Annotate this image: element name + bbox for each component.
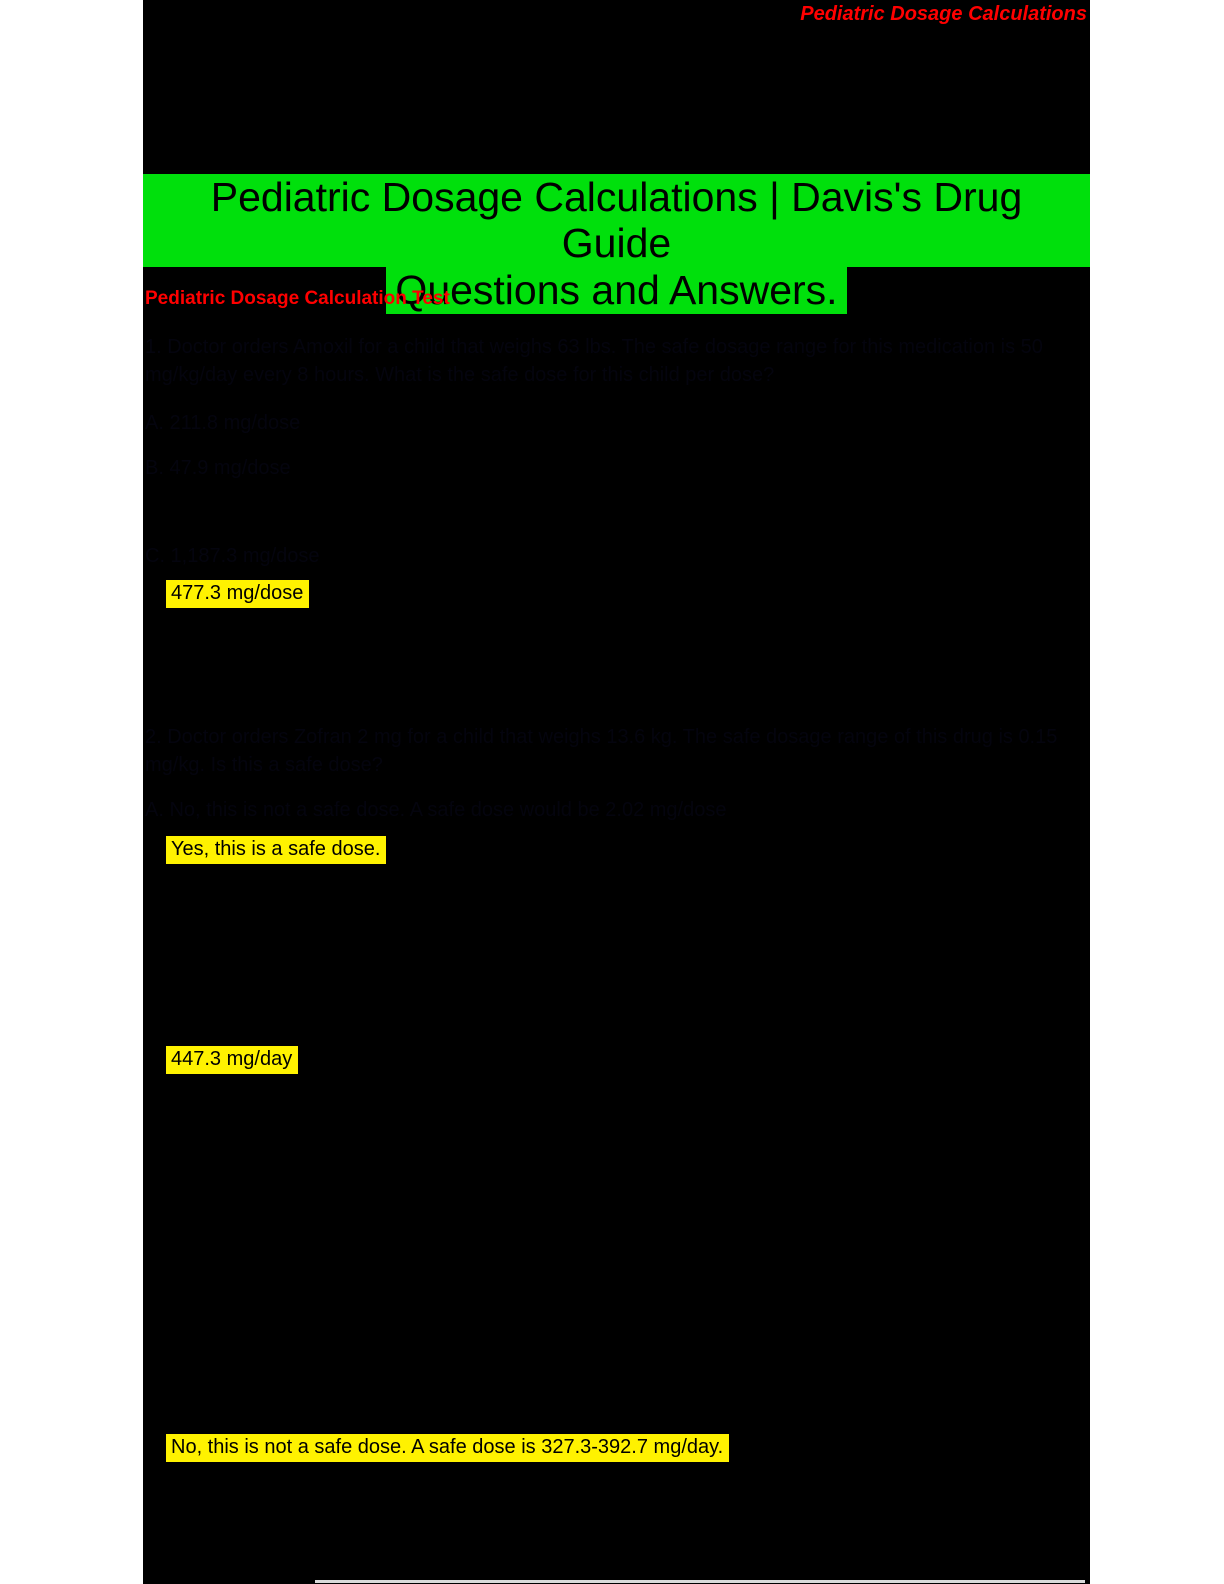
document-title-row-1: Pediatric Dosage Calculations | Davis's …	[143, 174, 1090, 267]
document-title-line-1: Pediatric Dosage Calculations | Davis's …	[143, 174, 1090, 267]
question-1-text-line-1: 1. Doctor orders Amoxil for a child that…	[145, 336, 1043, 358]
question-4-answer-highlight: No, this is not a safe dose. A safe dose…	[166, 1434, 730, 1462]
running-header: Pediatric Dosage Calculations	[800, 3, 1087, 25]
question-2-option-a: A. No, this is not a safe dose. A safe d…	[145, 799, 727, 821]
question-2-answer-highlight: Yes, this is a safe dose.	[166, 836, 387, 864]
question-2-text-line-2: mg/kg. Is this a safe dose?	[145, 754, 383, 776]
section-heading: Pediatric Dosage Calculation Test	[145, 288, 450, 309]
question-3-answer-highlight: 447.3 mg/day	[166, 1046, 299, 1074]
question-1-text-line-2: mg/kg/day every 8 hours. What is the saf…	[145, 364, 775, 386]
question-1-option-a: A. 211.8 mg/dose	[145, 412, 301, 434]
document-title-row-2: Questions and Answers.	[143, 267, 1090, 314]
page-bottom-cutoff-element	[315, 1580, 1085, 1583]
question-2-text-line-1: 2. Doctor orders Zofran 2 mg for a child…	[145, 726, 1058, 748]
question-1-option-b: B. 47.9 mg/dose	[145, 457, 291, 479]
document-title: Pediatric Dosage Calculations | Davis's …	[143, 174, 1090, 314]
question-1-option-c: C. 1,187.3 mg/dose	[145, 545, 320, 567]
question-1-answer-highlight: 477.3 mg/dose	[166, 580, 310, 608]
document-title-line-2: Questions and Answers.	[386, 267, 847, 314]
document-content-area: Pediatric Dosage Calculations Pediatric …	[143, 0, 1090, 1584]
